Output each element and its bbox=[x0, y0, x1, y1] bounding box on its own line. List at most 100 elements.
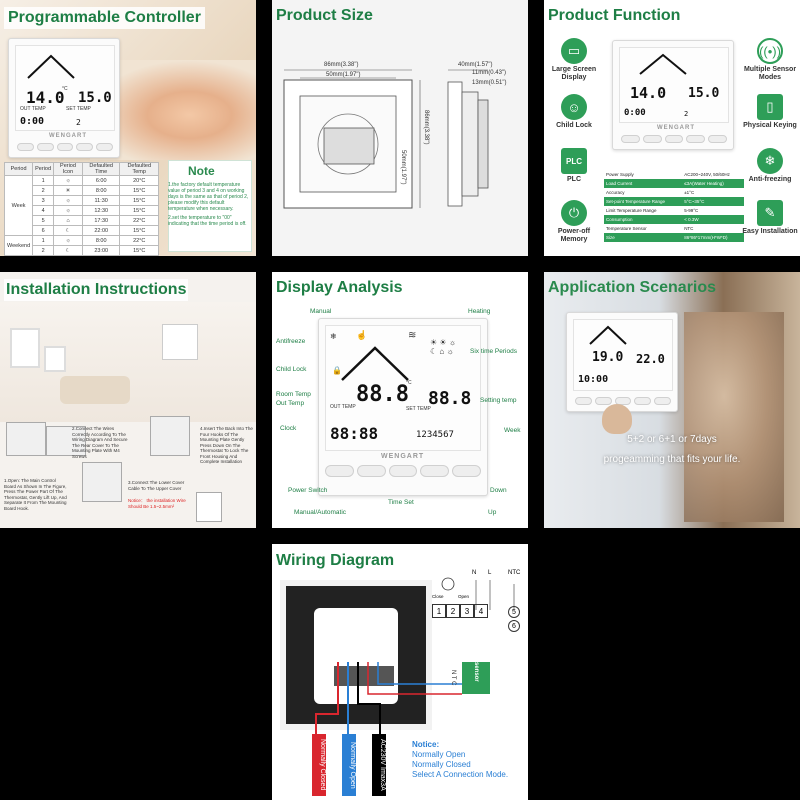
key[interactable] bbox=[634, 397, 652, 405]
terminal: 5 bbox=[508, 606, 520, 618]
notice-line: Normally Closed bbox=[412, 760, 471, 769]
feature-multiple-sensors: ((•))Multiple Sensor Modes bbox=[740, 38, 800, 82]
set-temp-value: 15.0 bbox=[78, 90, 112, 106]
sensor-sub-label: N T C bbox=[450, 670, 456, 686]
room-temp-segments: 88.8 bbox=[356, 382, 409, 407]
key[interactable] bbox=[594, 397, 612, 405]
up-button[interactable] bbox=[420, 465, 450, 477]
day-value: 2 bbox=[76, 118, 81, 127]
ntc-terminals: 5 6 bbox=[508, 606, 520, 632]
down-button[interactable] bbox=[452, 465, 481, 477]
lcd-screen: 14.0 15.0 0:00 2 bbox=[619, 47, 729, 123]
sun-icon: ☼ bbox=[53, 175, 83, 186]
child-lock-icon: 🔒 bbox=[332, 366, 342, 375]
feature-physical-keying: ▯Physical Keying bbox=[740, 94, 800, 130]
feature-large-screen: ▭Large Screen Display bbox=[544, 38, 604, 82]
key[interactable] bbox=[96, 143, 113, 151]
clock-value: 10:00 bbox=[578, 374, 609, 385]
tile-title: Product Size bbox=[276, 7, 373, 24]
key[interactable] bbox=[575, 397, 592, 405]
time-set-button[interactable] bbox=[388, 465, 418, 477]
period-table: Period Period Period Icon Defaulted Time… bbox=[3, 162, 159, 256]
cell: 17:30 bbox=[81, 215, 121, 226]
key[interactable] bbox=[621, 135, 640, 143]
label-out-temp: Out Temp bbox=[276, 400, 305, 407]
spec-key: Accuracy bbox=[606, 190, 625, 195]
spec-value: 5-99°C bbox=[684, 208, 699, 213]
notice-title: Notice: bbox=[412, 740, 440, 749]
room-temp-value: 14.0 bbox=[630, 84, 667, 102]
tile-title: Display Analysis bbox=[276, 279, 403, 296]
cell: 1 bbox=[32, 235, 55, 246]
key[interactable] bbox=[686, 135, 706, 143]
manual-auto-button[interactable] bbox=[356, 465, 386, 477]
step-2-image bbox=[46, 426, 86, 456]
key[interactable] bbox=[17, 143, 34, 151]
tile-title: Application Scenarios bbox=[548, 279, 717, 296]
tile-display-analysis: Display Analysis ❄ ☝ ≋ 🔒 ☀ ☀ ☼☾ ⌂ ☼ 88.8… bbox=[272, 272, 528, 528]
keypad bbox=[575, 397, 671, 405]
degree-unit: °C bbox=[62, 86, 68, 92]
set-temp-value: 22.0 bbox=[636, 352, 665, 366]
cell: 11:30 bbox=[81, 195, 121, 206]
tile-programmable-controller: Programmable Controller 14.0 °C 15.0 OUT… bbox=[0, 0, 256, 256]
key[interactable] bbox=[36, 143, 54, 151]
spec-key: Set-point Temperature Range bbox=[604, 197, 683, 206]
power-button[interactable] bbox=[325, 465, 354, 477]
feature-label: Multiple Sensor Modes bbox=[743, 66, 797, 81]
room-temp-value: 19.0 bbox=[592, 350, 624, 365]
table-header: Period bbox=[32, 162, 55, 176]
cell: 3 bbox=[32, 195, 55, 206]
notice-line: Select A Connection Mode. bbox=[412, 770, 509, 779]
width-outer: 86mm(3.38") bbox=[324, 62, 359, 68]
cell: 2 bbox=[32, 185, 55, 196]
clock-segments: 88:88 bbox=[330, 424, 379, 443]
set-temp-label: SET TEMP bbox=[406, 406, 431, 412]
spec-value: ±1°C bbox=[684, 190, 695, 195]
tile-title: Installation Instructions bbox=[4, 279, 189, 301]
step-4-image bbox=[150, 416, 190, 456]
install-step-2: 2.Connect The Wires Correctly According … bbox=[72, 426, 128, 459]
period-icons: ☀ ☀ ☼☾ ⌂ ☼ bbox=[430, 338, 457, 356]
out-temp-label: OUT TEMP bbox=[330, 404, 356, 410]
child-icon: ☺ bbox=[561, 94, 587, 120]
note-line-1: 1.the factory default temperature value … bbox=[168, 182, 249, 212]
spec-key: Size bbox=[604, 233, 683, 242]
step-1-image bbox=[6, 422, 46, 456]
label-clock: Clock bbox=[280, 425, 297, 432]
tile-application-scenarios: Application Scenarios 19.0 22.0 10:00 5+… bbox=[544, 272, 800, 528]
lcd-screen: 19.0 22.0 10:00 bbox=[573, 319, 673, 391]
terminal-lines bbox=[441, 577, 515, 610]
key[interactable] bbox=[642, 135, 662, 143]
key[interactable] bbox=[56, 143, 74, 151]
install-step-3: 3.Connect The Lower Cover Cable To The U… bbox=[128, 480, 185, 491]
label-down: Down bbox=[490, 487, 507, 494]
plc-icon: PLC bbox=[561, 148, 587, 174]
thermostat-device: 19.0 22.0 10:00 bbox=[566, 312, 678, 412]
label-week: Week bbox=[504, 427, 521, 434]
cell: 15°C bbox=[119, 225, 159, 236]
cell: 15°C bbox=[119, 185, 159, 196]
scenario-line-2: progeamming that fits your life. bbox=[603, 454, 741, 465]
feature-label: Child Lock bbox=[556, 122, 592, 129]
feature-child-lock: ☺ Child Lock bbox=[544, 94, 604, 130]
brand-logo: WENGART bbox=[657, 125, 695, 131]
cell: 15°C bbox=[119, 205, 159, 216]
cell: 20°C bbox=[119, 175, 159, 186]
label-n: N bbox=[472, 570, 477, 576]
week-segments: 1234567 bbox=[416, 430, 454, 440]
key[interactable] bbox=[654, 397, 671, 405]
group-name: Week bbox=[3, 175, 34, 236]
key[interactable] bbox=[708, 135, 727, 143]
antifreeze-icon: ❄ bbox=[330, 332, 337, 341]
set-temp-value: 15.0 bbox=[688, 86, 720, 101]
key[interactable] bbox=[76, 143, 94, 151]
label-manual-automatic: Manual/Automatic bbox=[294, 509, 347, 516]
spec-key: Consumption bbox=[604, 215, 683, 224]
key[interactable] bbox=[664, 135, 684, 143]
label-l: L bbox=[488, 570, 492, 576]
